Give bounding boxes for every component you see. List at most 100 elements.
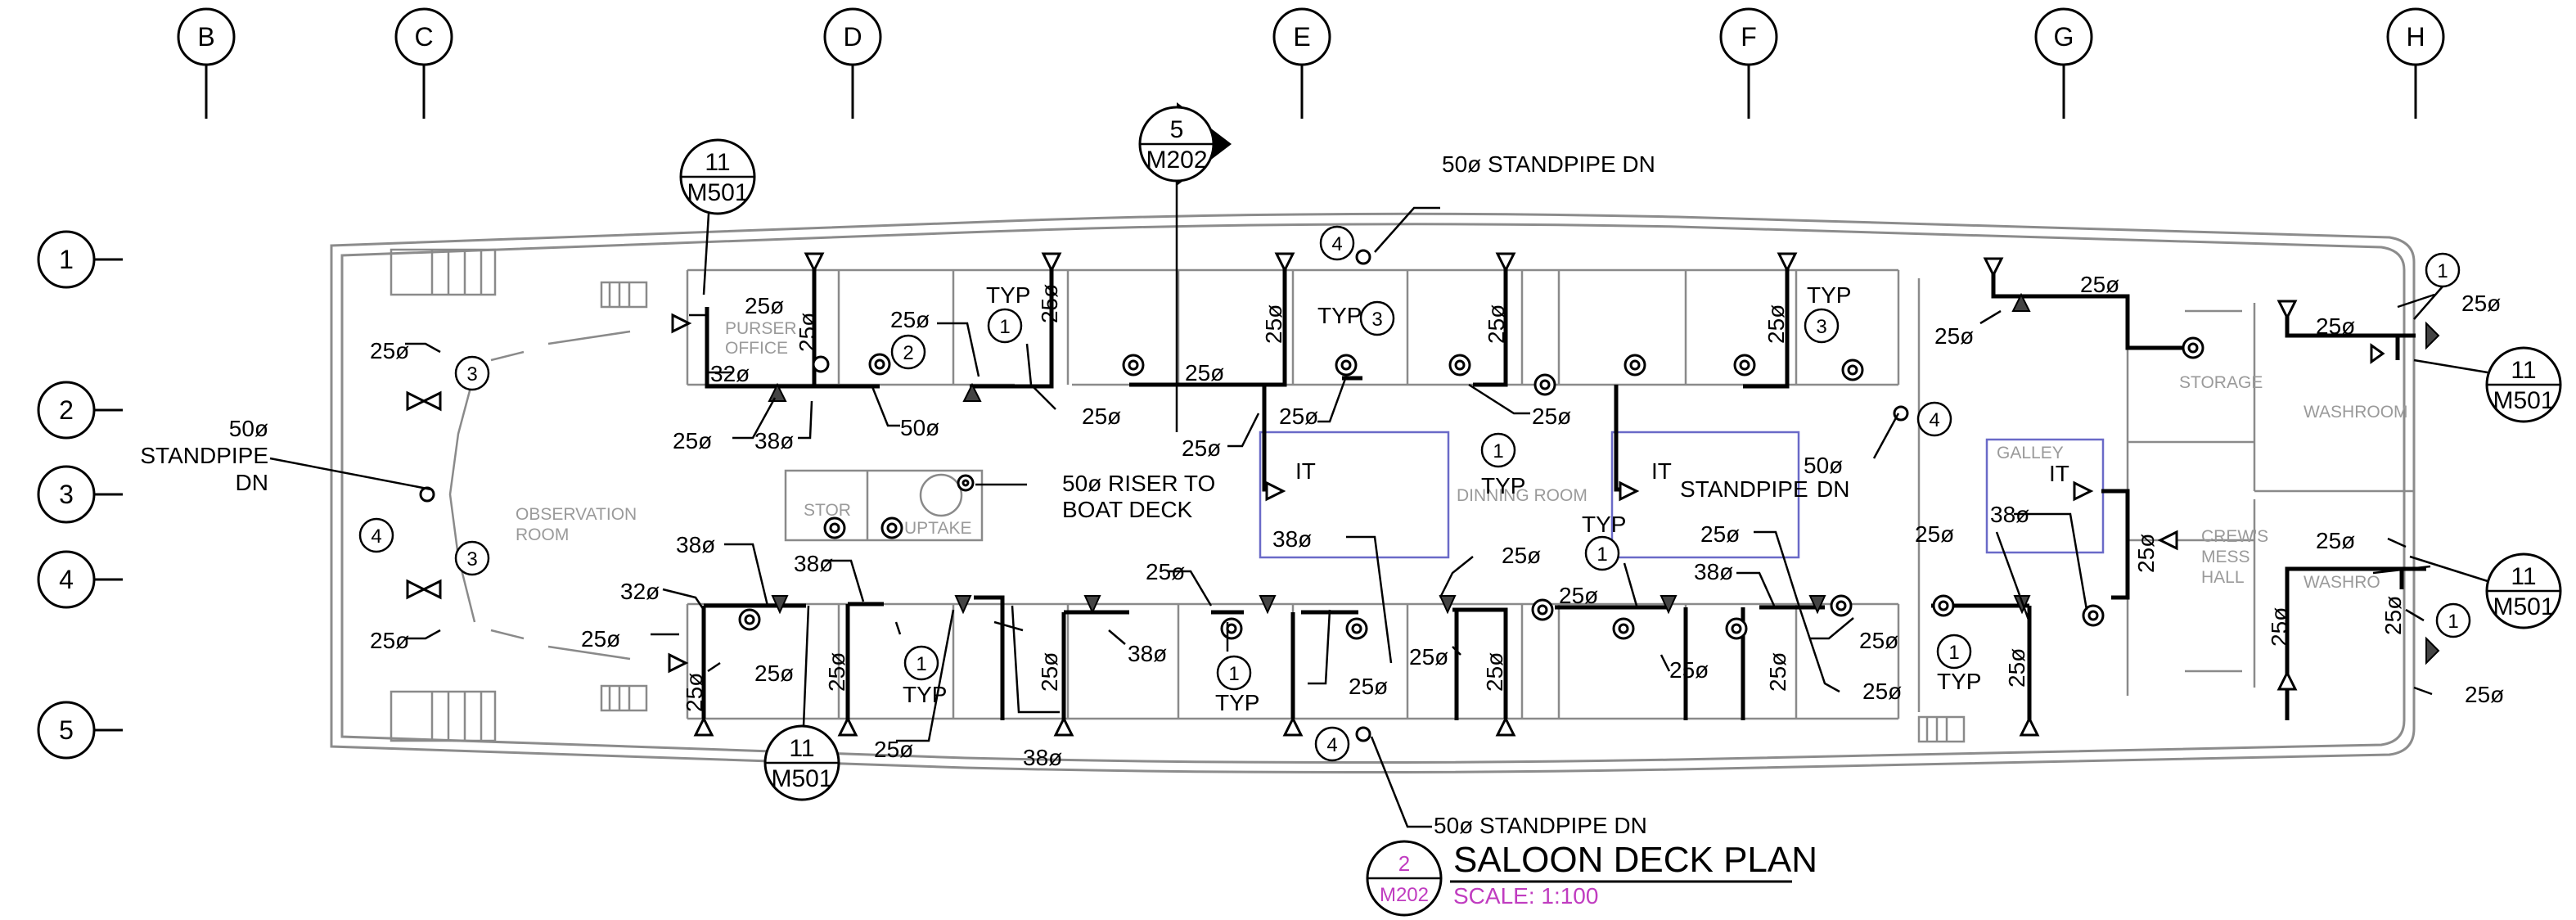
callout-standpipe-mid: STANDPIPE <box>1680 476 1808 502</box>
grid-column-h: H <box>2386 7 2445 119</box>
tag-marker-1: 1 <box>1936 634 1972 670</box>
tag-marker-3-label: 3 <box>1371 309 1382 331</box>
tag-marker-1: 1 <box>987 308 1023 344</box>
callout-it: IT <box>1295 458 1316 484</box>
callout-pipe-size: 25ø <box>2316 528 2355 553</box>
callout-pipe-size: 25ø <box>1082 404 1121 429</box>
room-labels: OBSERVATION ROOM PURSER OFFICE STOR UPTA… <box>516 319 2408 592</box>
callout-standpipe-mid-dn: DN <box>1817 476 1849 502</box>
tag-marker-4: 4 <box>358 517 394 553</box>
callout-pipe-size: 25ø <box>2465 682 2504 707</box>
callout-pipe-size-vertical: 25ø <box>2267 607 2292 647</box>
callout-pipe-size-vertical: 25ø <box>1484 304 1509 344</box>
callout-pipe-size-vertical: 25ø <box>682 673 707 712</box>
galley-equipment-outline <box>1985 438 2105 554</box>
grid-row-5: 5 <box>37 701 123 760</box>
section-marker-top-left-number: 11 <box>705 149 730 176</box>
callout-pipe-size: 25ø <box>745 293 784 318</box>
grid-column-c-label: C <box>414 22 433 52</box>
tag-marker-4-label: 4 <box>1331 233 1342 255</box>
grid-row-3: 3 <box>37 465 123 524</box>
callout-standpipe-right-size: 50ø <box>1804 453 1843 478</box>
section-marker-right-lower-number: 11 <box>2511 563 2536 590</box>
callout-pipe-size-vertical: 25ø <box>2133 534 2159 573</box>
drawing-title: SALOON DECK PLAN <box>1453 840 1817 880</box>
title-tag-number: 2 <box>1398 851 1410 876</box>
callout-pipe-size-vertical: 25ø <box>2380 596 2406 635</box>
callout-typ: TYP <box>1937 669 1981 694</box>
grid-row-2: 2 <box>37 381 123 440</box>
grid-column-b-label: B <box>197 22 214 52</box>
dining-equipment-outline-right <box>1610 431 1800 559</box>
callout-pipe-size: 25ø <box>581 626 620 652</box>
callout-pipe-size: 25ø <box>1700 521 1740 547</box>
room-label-hall: HALL <box>2201 568 2245 587</box>
tag-marker-4-label: 4 <box>1929 409 1939 431</box>
callout-pipe-size: 25ø <box>1934 323 1974 349</box>
callout-pipe-size: 38ø <box>1128 641 1167 666</box>
callout-pipe-size: 25ø <box>1349 674 1388 699</box>
callout-typ: TYP <box>1481 473 1525 498</box>
callout-typ: TYP <box>1215 690 1259 715</box>
callout-pipe-size: 25ø <box>874 737 913 762</box>
callout-pipe-size-vertical: 25ø <box>1482 652 1507 692</box>
tag-marker-1-label: 1 <box>1596 543 1607 566</box>
callout-pipe-size-vertical: 25ø <box>824 652 849 692</box>
elevation-marker-number: 5 <box>1170 116 1184 143</box>
tag-marker-4: 4 <box>1314 726 1350 762</box>
callout-pipe-size: 25ø <box>2461 291 2501 316</box>
tag-marker-1-label: 1 <box>2437 260 2448 282</box>
valve-symbols <box>406 252 2440 737</box>
callout-pipe-size: 25ø <box>370 628 409 653</box>
callout-pipe-size: 25ø <box>1502 543 1541 568</box>
callout-riser-line2: BOAT DECK <box>1062 497 1193 522</box>
section-marker-right-lower-sheet: M501 <box>2493 593 2554 620</box>
grid-column-h-label: H <box>2406 22 2425 52</box>
callout-typ: TYP <box>986 282 1030 308</box>
leader-lines <box>269 206 2443 828</box>
tag-marker-2: 2 <box>890 334 926 370</box>
tag-marker-1-label: 1 <box>916 653 926 675</box>
drawing-scale: SCALE: 1:100 <box>1453 883 1598 909</box>
callout-pipe-size: 38ø <box>1023 745 1062 770</box>
callout-pipe-size: 25ø <box>2316 313 2355 339</box>
tag-marker-1-label: 1 <box>1948 642 1959 664</box>
callout-pipe-size: 25ø <box>1532 404 1571 429</box>
tag-marker-1: 1 <box>1584 535 1620 571</box>
equipment-outlines <box>1259 431 2105 559</box>
callout-pipe-size: 38ø <box>1990 502 2029 527</box>
room-label-observation: OBSERVATION <box>516 505 637 524</box>
callout-standpipe-left-size: 50ø <box>229 416 268 441</box>
grid-column-c: C <box>394 7 453 119</box>
section-marker-bottom-left-number: 11 <box>789 735 814 762</box>
grid-row-3-label: 3 <box>59 480 74 509</box>
tag-marker-1-label: 1 <box>999 316 1010 338</box>
callout-pipe-size: 25ø <box>1182 435 1221 461</box>
grid-column-e: E <box>1272 7 1331 119</box>
section-marker-right-upper-sheet: M501 <box>2493 387 2554 414</box>
room-label-crews: CREW'S <box>2201 527 2268 546</box>
section-marker-right-upper: 11 M501 <box>2413 346 2562 423</box>
section-marker-top-left: 11 M501 <box>679 138 756 295</box>
callout-pipe-size: 38ø <box>754 428 794 453</box>
room-label-uptake: UPTAKE <box>904 519 971 538</box>
callout-pipe-size: 25ø <box>2080 272 2119 297</box>
callout-pipe-size: 25ø <box>673 428 712 453</box>
section-marker-top-left-sheet: M501 <box>687 179 748 206</box>
tag-marker-3: 3 <box>1359 300 1395 336</box>
callout-typ: TYP <box>1582 512 1626 537</box>
callout-pipe-size-vertical: 25ø <box>1763 304 1789 344</box>
callout-pipe-size: 32ø <box>620 579 660 604</box>
tag-markers: 3 3 4 2 1 3 4 1 3 4 1 1 1 1 4 1 1 <box>358 225 2471 762</box>
callout-standpipe-left-name: STANDPIPE <box>140 443 268 468</box>
interior-walls <box>390 248 2414 743</box>
section-marker-right-lower: 11 M501 <box>2409 552 2562 629</box>
grid-row-2-label: 2 <box>59 395 74 425</box>
tag-marker-1-label: 1 <box>1493 440 1503 462</box>
tag-marker-3: 3 <box>454 540 490 576</box>
callout-pipe-size: 25ø <box>1409 644 1448 670</box>
grid-row-1-label: 1 <box>59 245 74 274</box>
room-label-observation-room: ROOM <box>516 525 569 544</box>
section-marker-right-upper-number: 11 <box>2511 357 2536 384</box>
callout-typ: TYP <box>903 682 947 707</box>
